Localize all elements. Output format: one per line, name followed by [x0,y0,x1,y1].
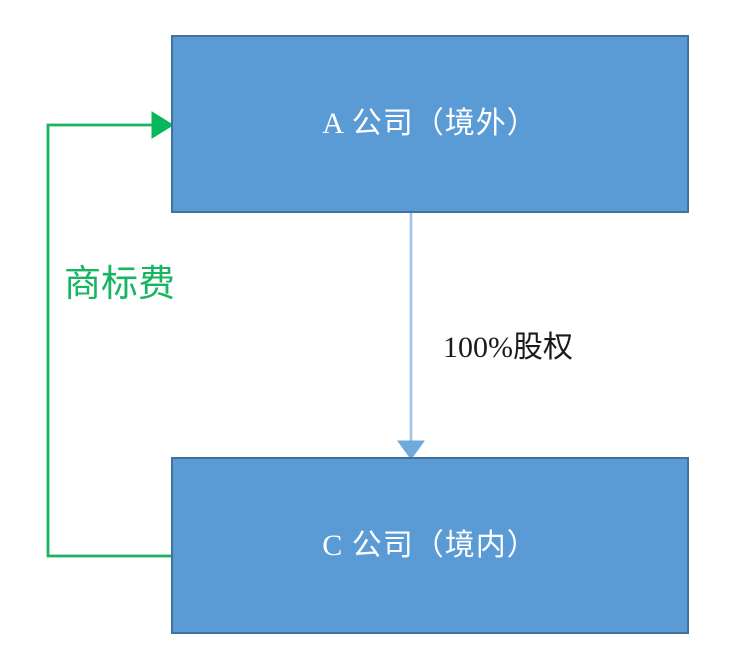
node-company-a-label: A 公司（境外） [322,107,538,140]
edge-label-equity: 100%股权 [443,331,573,364]
equity-connector [397,213,425,460]
trademark-connector-line [46,123,171,558]
edge-label-trademark-fee: 商标费 [64,264,175,305]
node-company-c[interactable]: C 公司（境内） [171,457,689,634]
trademark-arrowhead-icon [151,111,174,139]
node-company-c-label: C 公司（境内） [322,528,538,562]
trademark-connector [46,111,174,558]
node-company-a[interactable]: A 公司（境外） [171,35,689,213]
